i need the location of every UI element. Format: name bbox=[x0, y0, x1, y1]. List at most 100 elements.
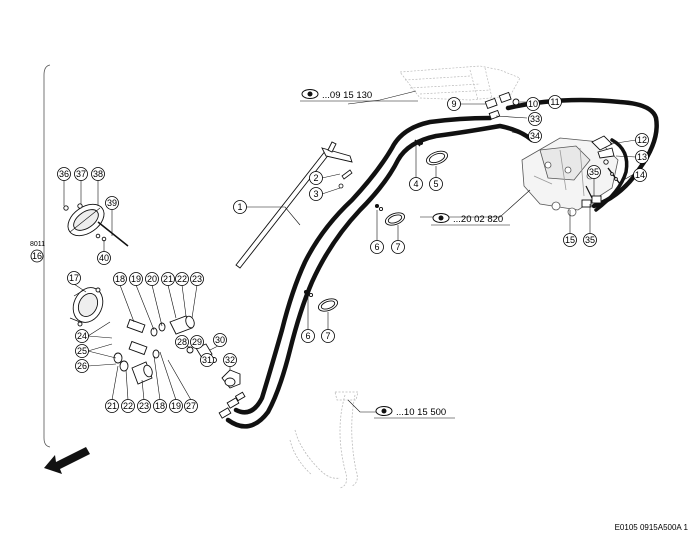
callout-c4[interactable]: 4 bbox=[409, 177, 423, 191]
callout-c9[interactable]: 9 bbox=[447, 97, 461, 111]
callout-number: 6 bbox=[374, 242, 379, 252]
callout-circle bbox=[75, 344, 89, 358]
callout-circle bbox=[583, 233, 597, 247]
callout-c30[interactable]: 30 bbox=[213, 333, 227, 347]
callout-circle bbox=[97, 251, 111, 265]
callout-number: 21 bbox=[163, 274, 173, 284]
faint-bottom-hose bbox=[289, 391, 359, 489]
callout-c35a[interactable]: 35 bbox=[587, 165, 601, 179]
callout-c37[interactable]: 37 bbox=[74, 167, 88, 181]
callout-c28[interactable]: 28 bbox=[175, 335, 189, 349]
callout-circle bbox=[153, 399, 167, 413]
callout-c22a[interactable]: 22 bbox=[175, 272, 189, 286]
callout-c33[interactable]: 33 bbox=[528, 112, 542, 126]
callout-c6b[interactable]: 6 bbox=[301, 329, 315, 343]
callout-c27[interactable]: 27 bbox=[184, 399, 198, 413]
callout-c5[interactable]: 5 bbox=[429, 177, 443, 191]
callout-number: 31 bbox=[202, 355, 212, 365]
reference-top[interactable]: ...09 15 130 bbox=[300, 89, 418, 102]
callout-circle bbox=[563, 233, 577, 247]
callout-c7b[interactable]: 7 bbox=[321, 329, 335, 343]
callout-number: 40 bbox=[99, 253, 109, 263]
callout-c15[interactable]: 15 bbox=[563, 233, 577, 247]
callout-c39[interactable]: 39 bbox=[105, 196, 119, 210]
callout-circle bbox=[635, 133, 649, 147]
callout-c23a[interactable]: 23 bbox=[190, 272, 204, 286]
callout-circle bbox=[105, 399, 119, 413]
reference-mid[interactable]: ...20 02 820 bbox=[431, 213, 510, 226]
callout-number: 22 bbox=[123, 401, 133, 411]
callout-c38[interactable]: 38 bbox=[91, 167, 105, 181]
callout-c17[interactable]: 17 bbox=[67, 271, 81, 285]
callout-circle bbox=[129, 272, 143, 286]
direction-arrow-icon bbox=[44, 447, 90, 474]
callout-c26[interactable]: 26 bbox=[75, 359, 89, 373]
callout-c10[interactable]: 10 bbox=[526, 97, 540, 111]
callout-c2[interactable]: 2 bbox=[309, 171, 323, 185]
callout-c12[interactable]: 12 bbox=[635, 133, 649, 147]
callout-c19b[interactable]: 19 bbox=[169, 399, 183, 413]
callout-circle bbox=[57, 167, 71, 181]
callout-circle bbox=[161, 272, 175, 286]
callout-c40[interactable]: 40 bbox=[97, 251, 111, 265]
faint-top-assembly bbox=[399, 65, 521, 101]
callout-c14[interactable]: 14 bbox=[633, 168, 647, 182]
callout-circle bbox=[548, 95, 562, 109]
callout-circle bbox=[75, 359, 89, 373]
callout-c35b[interactable]: 35 bbox=[583, 233, 597, 247]
clamp-6-7-upper bbox=[374, 203, 406, 226]
support-bar bbox=[235, 141, 353, 269]
callout-c23b[interactable]: 23 bbox=[137, 399, 151, 413]
callout-c20[interactable]: 20 bbox=[145, 272, 159, 286]
callout-c18a[interactable]: 18 bbox=[113, 272, 127, 286]
callout-number: 26 bbox=[77, 361, 87, 371]
callout-circle bbox=[169, 399, 183, 413]
callout-c18b[interactable]: 18 bbox=[153, 399, 167, 413]
reference-text: ...09 15 130 bbox=[322, 90, 372, 101]
callout-number: 27 bbox=[186, 401, 196, 411]
callout-c7a[interactable]: 7 bbox=[391, 240, 405, 254]
callout-number: 32 bbox=[225, 355, 235, 365]
callout-16: 16 bbox=[30, 249, 44, 263]
callout-c24[interactable]: 24 bbox=[75, 329, 89, 343]
callout-c13[interactable]: 13 bbox=[635, 150, 649, 164]
callout-number: 17 bbox=[69, 273, 79, 283]
group-label: 8011 bbox=[30, 241, 45, 248]
callout-c3[interactable]: 3 bbox=[309, 187, 323, 201]
reference-bottom[interactable]: ...10 15 500 bbox=[374, 406, 455, 419]
callout-c21a[interactable]: 21 bbox=[161, 272, 175, 286]
callout-c32[interactable]: 32 bbox=[223, 353, 237, 367]
callout-c19a[interactable]: 19 bbox=[129, 272, 143, 286]
callout-circle bbox=[309, 187, 323, 201]
callout-number: 18 bbox=[155, 401, 165, 411]
callout-c36[interactable]: 36 bbox=[57, 167, 71, 181]
callout-circle bbox=[370, 240, 384, 254]
callout-circle bbox=[587, 165, 601, 179]
callout-circle bbox=[190, 335, 204, 349]
callout-circle bbox=[213, 333, 227, 347]
callout-c11[interactable]: 11 bbox=[548, 95, 562, 109]
callout-number: 4 bbox=[413, 179, 418, 189]
callout-c25[interactable]: 25 bbox=[75, 344, 89, 358]
eye-icon bbox=[301, 89, 319, 99]
callout-c1[interactable]: 1 bbox=[233, 200, 247, 214]
callout-circle bbox=[175, 335, 189, 349]
callout-circle bbox=[121, 399, 135, 413]
callout-circle bbox=[447, 97, 461, 111]
knob-assembly-upper bbox=[63, 203, 129, 247]
callout-circle bbox=[145, 272, 159, 286]
callout-c21b[interactable]: 21 bbox=[105, 399, 119, 413]
callout-circle bbox=[137, 399, 151, 413]
callout-c29[interactable]: 29 bbox=[190, 335, 204, 349]
callout-circle bbox=[113, 272, 127, 286]
callout-number: 23 bbox=[192, 274, 202, 284]
callout-circle bbox=[200, 353, 214, 367]
callout-circle bbox=[75, 329, 89, 343]
callout-circle bbox=[429, 177, 443, 191]
callout-c22b[interactable]: 22 bbox=[121, 399, 135, 413]
callout-c34[interactable]: 34 bbox=[528, 129, 542, 143]
callout-c31[interactable]: 31 bbox=[200, 353, 214, 367]
callout-number: 30 bbox=[215, 335, 225, 345]
callout-c6a[interactable]: 6 bbox=[370, 240, 384, 254]
